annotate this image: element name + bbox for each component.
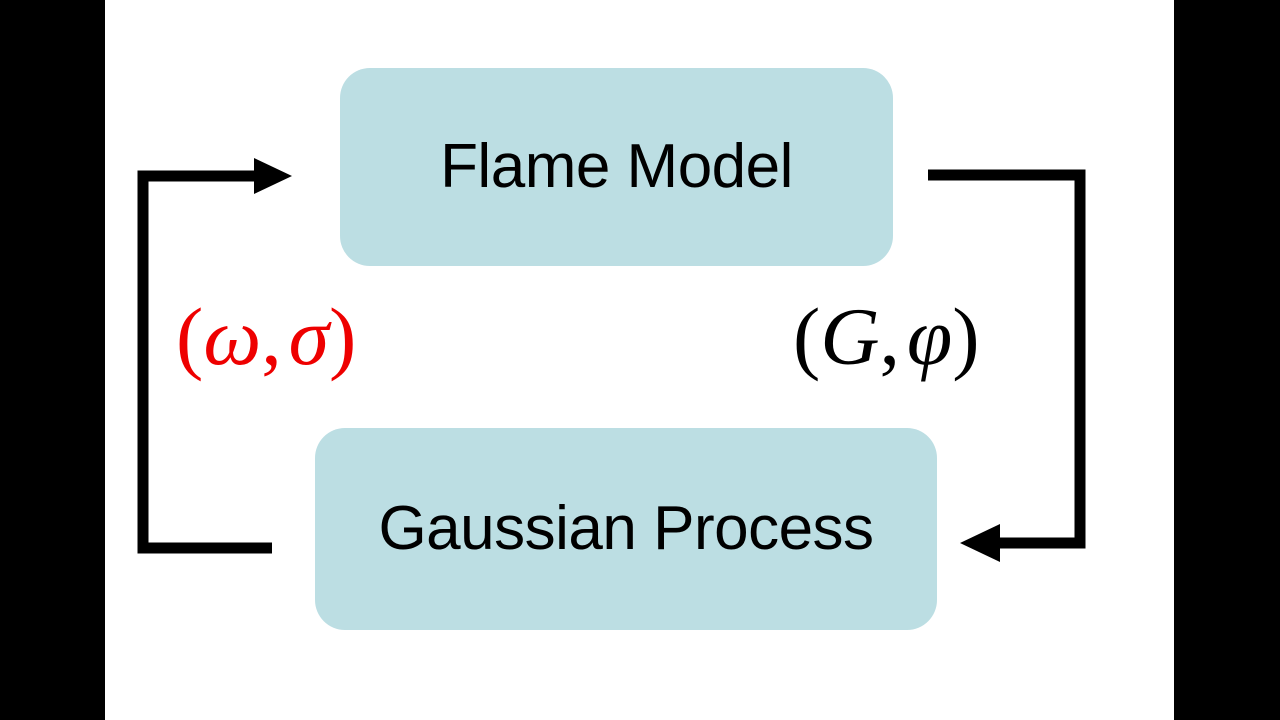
edge-label-omega-sigma-comma: , bbox=[261, 291, 282, 382]
letterbox-bar-left bbox=[0, 0, 105, 720]
edge-label-g-phi-close-paren: ) bbox=[952, 291, 980, 382]
node-flame-model[interactable]: Flame Model bbox=[340, 68, 893, 266]
edge-label-omega-sigma-var2: σ bbox=[288, 291, 330, 382]
edge-label-omega-sigma: (ω, σ) bbox=[176, 296, 356, 378]
edge-label-omega-sigma-var1: ω bbox=[203, 291, 262, 382]
edge-label-g-phi: (G, φ) bbox=[793, 296, 980, 378]
edge-label-g-phi-comma: , bbox=[879, 291, 901, 382]
edge-label-g-phi-open-paren: ( bbox=[793, 291, 821, 382]
node-gaussian-process-label: Gaussian Process bbox=[378, 494, 874, 563]
node-flame-model-label: Flame Model bbox=[440, 132, 793, 201]
node-gaussian-process[interactable]: Gaussian Process bbox=[315, 428, 937, 630]
edge-label-g-phi-var2: φ bbox=[906, 291, 953, 382]
letterbox-bar-right bbox=[1174, 0, 1280, 720]
edge-label-g-phi-var1: G bbox=[820, 291, 880, 382]
edge-label-omega-sigma-open-paren: ( bbox=[176, 291, 204, 382]
edge-label-omega-sigma-close-paren: ) bbox=[329, 291, 357, 382]
